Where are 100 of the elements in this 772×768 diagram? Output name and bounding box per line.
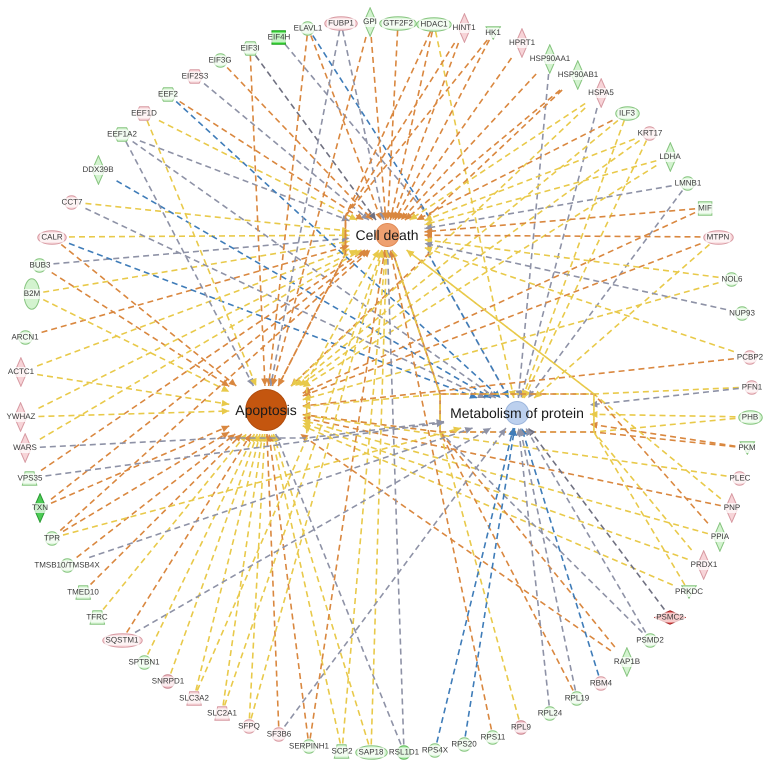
gene-label: PSMC2 bbox=[655, 612, 685, 622]
arrow bbox=[424, 160, 657, 226]
gene-label: TPR bbox=[43, 533, 61, 543]
gene-label: HPRT1 bbox=[508, 38, 536, 48]
arrow bbox=[391, 250, 574, 691]
function-label: Metabolism of protein bbox=[450, 404, 584, 422]
arrow bbox=[309, 250, 388, 739]
arrow bbox=[134, 427, 492, 634]
arrow bbox=[62, 431, 230, 532]
gene-label: HINT1 bbox=[451, 23, 477, 33]
arrow bbox=[302, 386, 739, 410]
gene-label: EIF4H bbox=[266, 32, 292, 42]
arrow bbox=[370, 36, 389, 220]
gene-label: TMSB10/TMSB4X bbox=[33, 560, 101, 570]
gene-label: WARS bbox=[12, 443, 38, 453]
gene-label: EEF1D bbox=[130, 108, 158, 118]
gene-label: NUP93 bbox=[728, 308, 756, 318]
arrow bbox=[224, 250, 383, 706]
gene-label: PKM bbox=[737, 443, 757, 453]
arrow bbox=[424, 246, 734, 352]
gene-label: PPIA bbox=[710, 532, 730, 542]
arrow bbox=[528, 190, 684, 398]
gene-node bbox=[35, 230, 69, 244]
gene-label: RAP1B bbox=[612, 657, 642, 667]
arrow bbox=[300, 433, 612, 652]
arrow bbox=[270, 434, 342, 744]
gene-label: LMNB1 bbox=[674, 178, 702, 188]
arrow bbox=[302, 242, 701, 397]
arrow bbox=[384, 250, 405, 745]
arrow bbox=[534, 244, 710, 399]
arrow bbox=[179, 100, 364, 221]
gene-label: HSP90AB1 bbox=[556, 70, 600, 80]
arrow bbox=[226, 66, 374, 221]
arrow bbox=[68, 242, 478, 399]
arrow bbox=[394, 40, 490, 220]
arrow bbox=[254, 55, 377, 220]
gene-node bbox=[360, 7, 380, 37]
arrow bbox=[278, 40, 488, 386]
gene-label: FUBP1 bbox=[327, 18, 355, 28]
gene-label: ELAVL1 bbox=[292, 23, 324, 33]
gene-label: TMED10 bbox=[66, 587, 100, 597]
gene-label: RPS4X bbox=[420, 745, 450, 755]
arrow bbox=[302, 412, 736, 448]
gene-label: SLC3A2 bbox=[178, 693, 210, 703]
gene-label: HSPA5 bbox=[587, 88, 615, 98]
arrow bbox=[271, 36, 367, 386]
gene-label: ACTC1 bbox=[6, 367, 36, 377]
gene-label: GPI bbox=[362, 17, 378, 27]
arrow bbox=[126, 434, 252, 633]
gene-label: RPS20 bbox=[450, 739, 478, 749]
gene-label: EEF2 bbox=[157, 89, 179, 99]
arrow bbox=[266, 35, 308, 386]
gene-label: RSL1D1 bbox=[388, 747, 420, 757]
gene-label: RPL19 bbox=[564, 693, 590, 703]
arrow bbox=[266, 434, 309, 739]
arrow bbox=[268, 30, 340, 386]
arrow bbox=[516, 428, 550, 706]
gene-label: MIF bbox=[697, 203, 713, 213]
arrow bbox=[53, 235, 350, 265]
gene-label: ARCN1 bbox=[10, 332, 40, 342]
gene-label: PRDX1 bbox=[690, 560, 718, 570]
arrow bbox=[404, 89, 561, 221]
gene-label: VPS35 bbox=[16, 473, 44, 483]
arrow bbox=[250, 250, 384, 719]
gene-label: DDX39B bbox=[81, 165, 115, 175]
gene-label: KRT17 bbox=[636, 128, 664, 138]
arrow bbox=[284, 428, 507, 727]
gene-label: SLC2A1 bbox=[206, 708, 238, 718]
arrow bbox=[36, 248, 350, 367]
arrow bbox=[424, 241, 726, 310]
gene-label: RPS11 bbox=[480, 732, 506, 742]
arrow bbox=[37, 374, 230, 407]
arrow bbox=[85, 202, 350, 234]
gene-node bbox=[100, 632, 144, 648]
arrow bbox=[424, 232, 700, 239]
gene-label: PRKDC bbox=[674, 587, 704, 597]
arrow bbox=[158, 120, 358, 221]
arrow bbox=[140, 140, 350, 222]
arrow bbox=[302, 418, 708, 534]
gene-node bbox=[700, 230, 736, 244]
arrow bbox=[528, 428, 666, 610]
arrow bbox=[274, 434, 402, 745]
gene-label: ILF3 bbox=[618, 108, 636, 118]
gene-node bbox=[612, 106, 642, 120]
arrow bbox=[519, 108, 598, 398]
arrow bbox=[176, 100, 502, 399]
gene-label: BUB3 bbox=[28, 260, 52, 270]
arrow bbox=[132, 140, 496, 399]
gene-node bbox=[352, 744, 390, 760]
gene-label: SFPQ bbox=[237, 721, 261, 731]
arrow bbox=[272, 434, 370, 745]
arrow bbox=[516, 74, 550, 398]
gene-node bbox=[652, 610, 688, 624]
gene-label: RPL9 bbox=[510, 722, 532, 732]
arrow bbox=[40, 419, 444, 448]
arrow bbox=[434, 31, 516, 398]
gene-label: CALR bbox=[40, 232, 64, 242]
gene-label: TFRC bbox=[85, 612, 109, 622]
gene-label: RPL24 bbox=[536, 708, 564, 718]
gene-label: HK1 bbox=[484, 28, 502, 38]
